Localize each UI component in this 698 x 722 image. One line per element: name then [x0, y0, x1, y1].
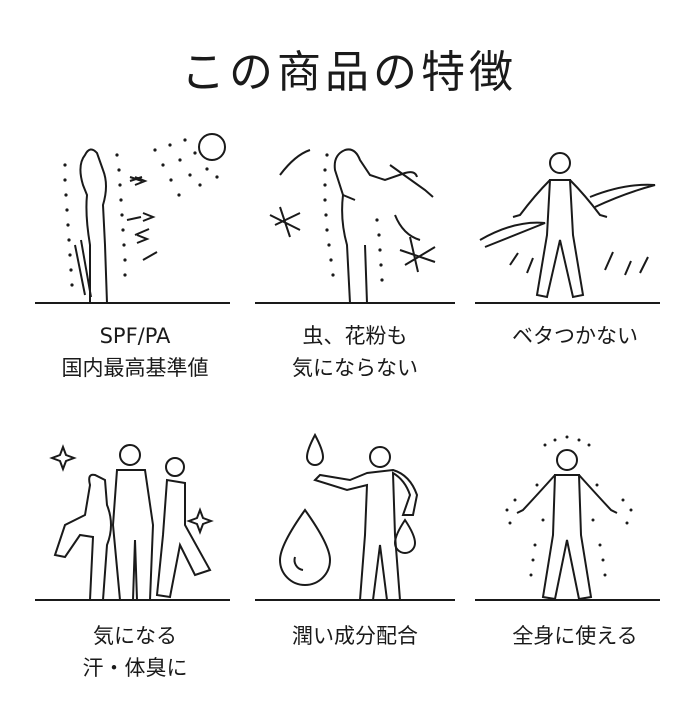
friends-sparkle-icon: [35, 444, 230, 601]
feature-label: ベタつかない: [512, 324, 638, 348]
wind-person-icon: [475, 152, 660, 304]
sun-uv-icon: [35, 133, 230, 304]
feature-non-sticky: ベタつかない: [475, 125, 675, 385]
water-drop-person-icon: [255, 432, 455, 601]
feature-odor: 気になる 汗・体臭に: [35, 425, 235, 685]
page-title: この商品の特徴: [181, 47, 517, 98]
feature-label: 気になる 汗・体臭に: [82, 624, 188, 680]
golfer-insects-icon: [255, 148, 455, 304]
feature-insect-pollen: 虫、花粉も 気にならない: [255, 125, 455, 385]
feature-label: 虫、花粉も 気にならない: [292, 324, 418, 380]
full-body-icon: [475, 435, 660, 601]
feature-label: 全身に使える: [512, 624, 638, 648]
feature-uv-protection: SPF/PA 国内最高基準値: [35, 125, 235, 385]
feature-label: SPF/PA 国内最高基準値: [61, 324, 209, 380]
feature-moisturizing: 潤い成分配合: [255, 425, 455, 685]
feature-full-body: 全身に使える: [475, 425, 675, 685]
feature-label: 潤い成分配合: [292, 624, 418, 648]
